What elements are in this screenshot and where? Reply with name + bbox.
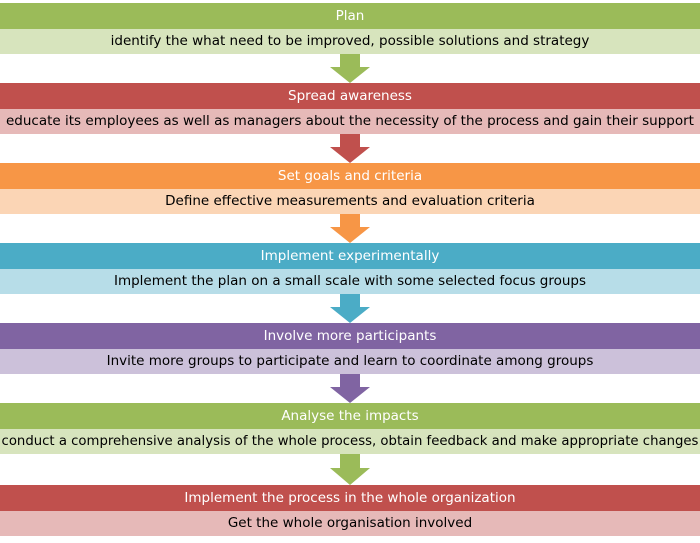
step-description-analyse-the-impacts: conduct a comprehensive analysis of the … [0, 429, 700, 454]
step-title-spread-awareness: Spread awareness [0, 83, 700, 109]
step-description-set-goals-and-criteria: Define effective measurements and evalua… [0, 189, 700, 214]
down-arrow-icon [330, 214, 370, 243]
step-description-implement-experimentally: Implement the plan on a small scale with… [0, 269, 700, 294]
step-title-analyse-the-impacts: Analyse the impacts [0, 403, 700, 429]
step-description-implement-the-process-in-the-whole-organization: Get the whole organisation involved [0, 511, 700, 536]
down-arrow-icon [330, 294, 370, 323]
step-title-involve-more-participants: Involve more participants [0, 323, 700, 349]
step-title-implement-experimentally: Implement experimentally [0, 243, 700, 269]
down-arrow-icon [330, 374, 370, 403]
step-description-involve-more-participants: Invite more groups to participate and le… [0, 349, 700, 374]
step-title-set-goals-and-criteria: Set goals and criteria [0, 163, 700, 189]
down-arrow-icon [330, 54, 370, 83]
step-title-implement-the-process-in-the-whole-organization: Implement the process in the whole organ… [0, 485, 700, 511]
step-description-spread-awareness: educate its employees as well as manager… [0, 109, 700, 134]
step-title-plan: Plan [0, 3, 700, 29]
down-arrow-icon [330, 134, 370, 163]
down-arrow-icon [330, 454, 370, 485]
step-implement-the-process-in-the-whole-organization: Implement the process in the whole organ… [0, 485, 700, 536]
step-description-plan: identify the what need to be improved, p… [0, 29, 700, 54]
